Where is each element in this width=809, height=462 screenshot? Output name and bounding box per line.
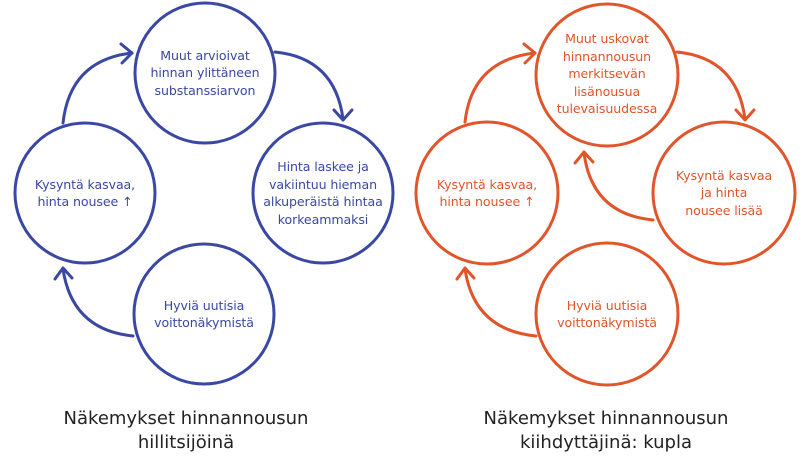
right-node-right-circle: [651, 120, 797, 266]
left-arrow-left-to-top: [61, 42, 134, 125]
right-arrow-left-to-top: [463, 42, 537, 124]
left-node-bottom-circle: [132, 242, 276, 386]
right-node-top-circle: [534, 2, 680, 148]
right-node-left-circle: [414, 120, 560, 266]
left-node-top-circle: [133, 1, 277, 145]
right-node-bottom-circle: [534, 241, 680, 387]
right-node-bottom-label: Hyviä uutisia voittonäkymistä: [557, 297, 657, 331]
right-node-top-label: Muut uskovat hinnannousun merkitsevän li…: [556, 31, 658, 117]
right-arrow-bottom-to-left: [455, 266, 538, 338]
left-node-right-label: Hinta laskee ja vakiintuu hieman alkuper…: [263, 159, 383, 227]
right-arrow-right-to-top: [573, 150, 655, 222]
left-node-bottom-label: Hyviä uutisia voittonäkymistä: [154, 297, 254, 331]
right-arrow-top-to-right: [675, 50, 756, 122]
left-diagram: [13, 1, 395, 386]
left-node-left-label: Kysyntä kasvaa, hinta nousee ↑: [34, 176, 136, 210]
left-node-top-label: Muut arvioivat hinnan ylittäneen substan…: [150, 47, 260, 98]
right-node-right-label: Kysyntä kasvaa ja hinta nousee lisää: [675, 167, 773, 218]
right-diagram: [414, 2, 797, 387]
right-diagram-caption: Näkemykset hinnannousun kiihdyttäjinä: k…: [483, 408, 729, 453]
left-diagram-caption: Näkemykset hinnannousun hillitsijöinä: [63, 408, 309, 453]
left-node-left-circle: [13, 121, 157, 265]
left-arrow-top-to-right: [273, 50, 354, 122]
left-node-right-circle: [251, 121, 395, 265]
left-arrow-bottom-to-left: [53, 266, 135, 338]
right-node-left-label: Kysyntä kasvaa, hinta nousee ↑: [436, 176, 538, 210]
